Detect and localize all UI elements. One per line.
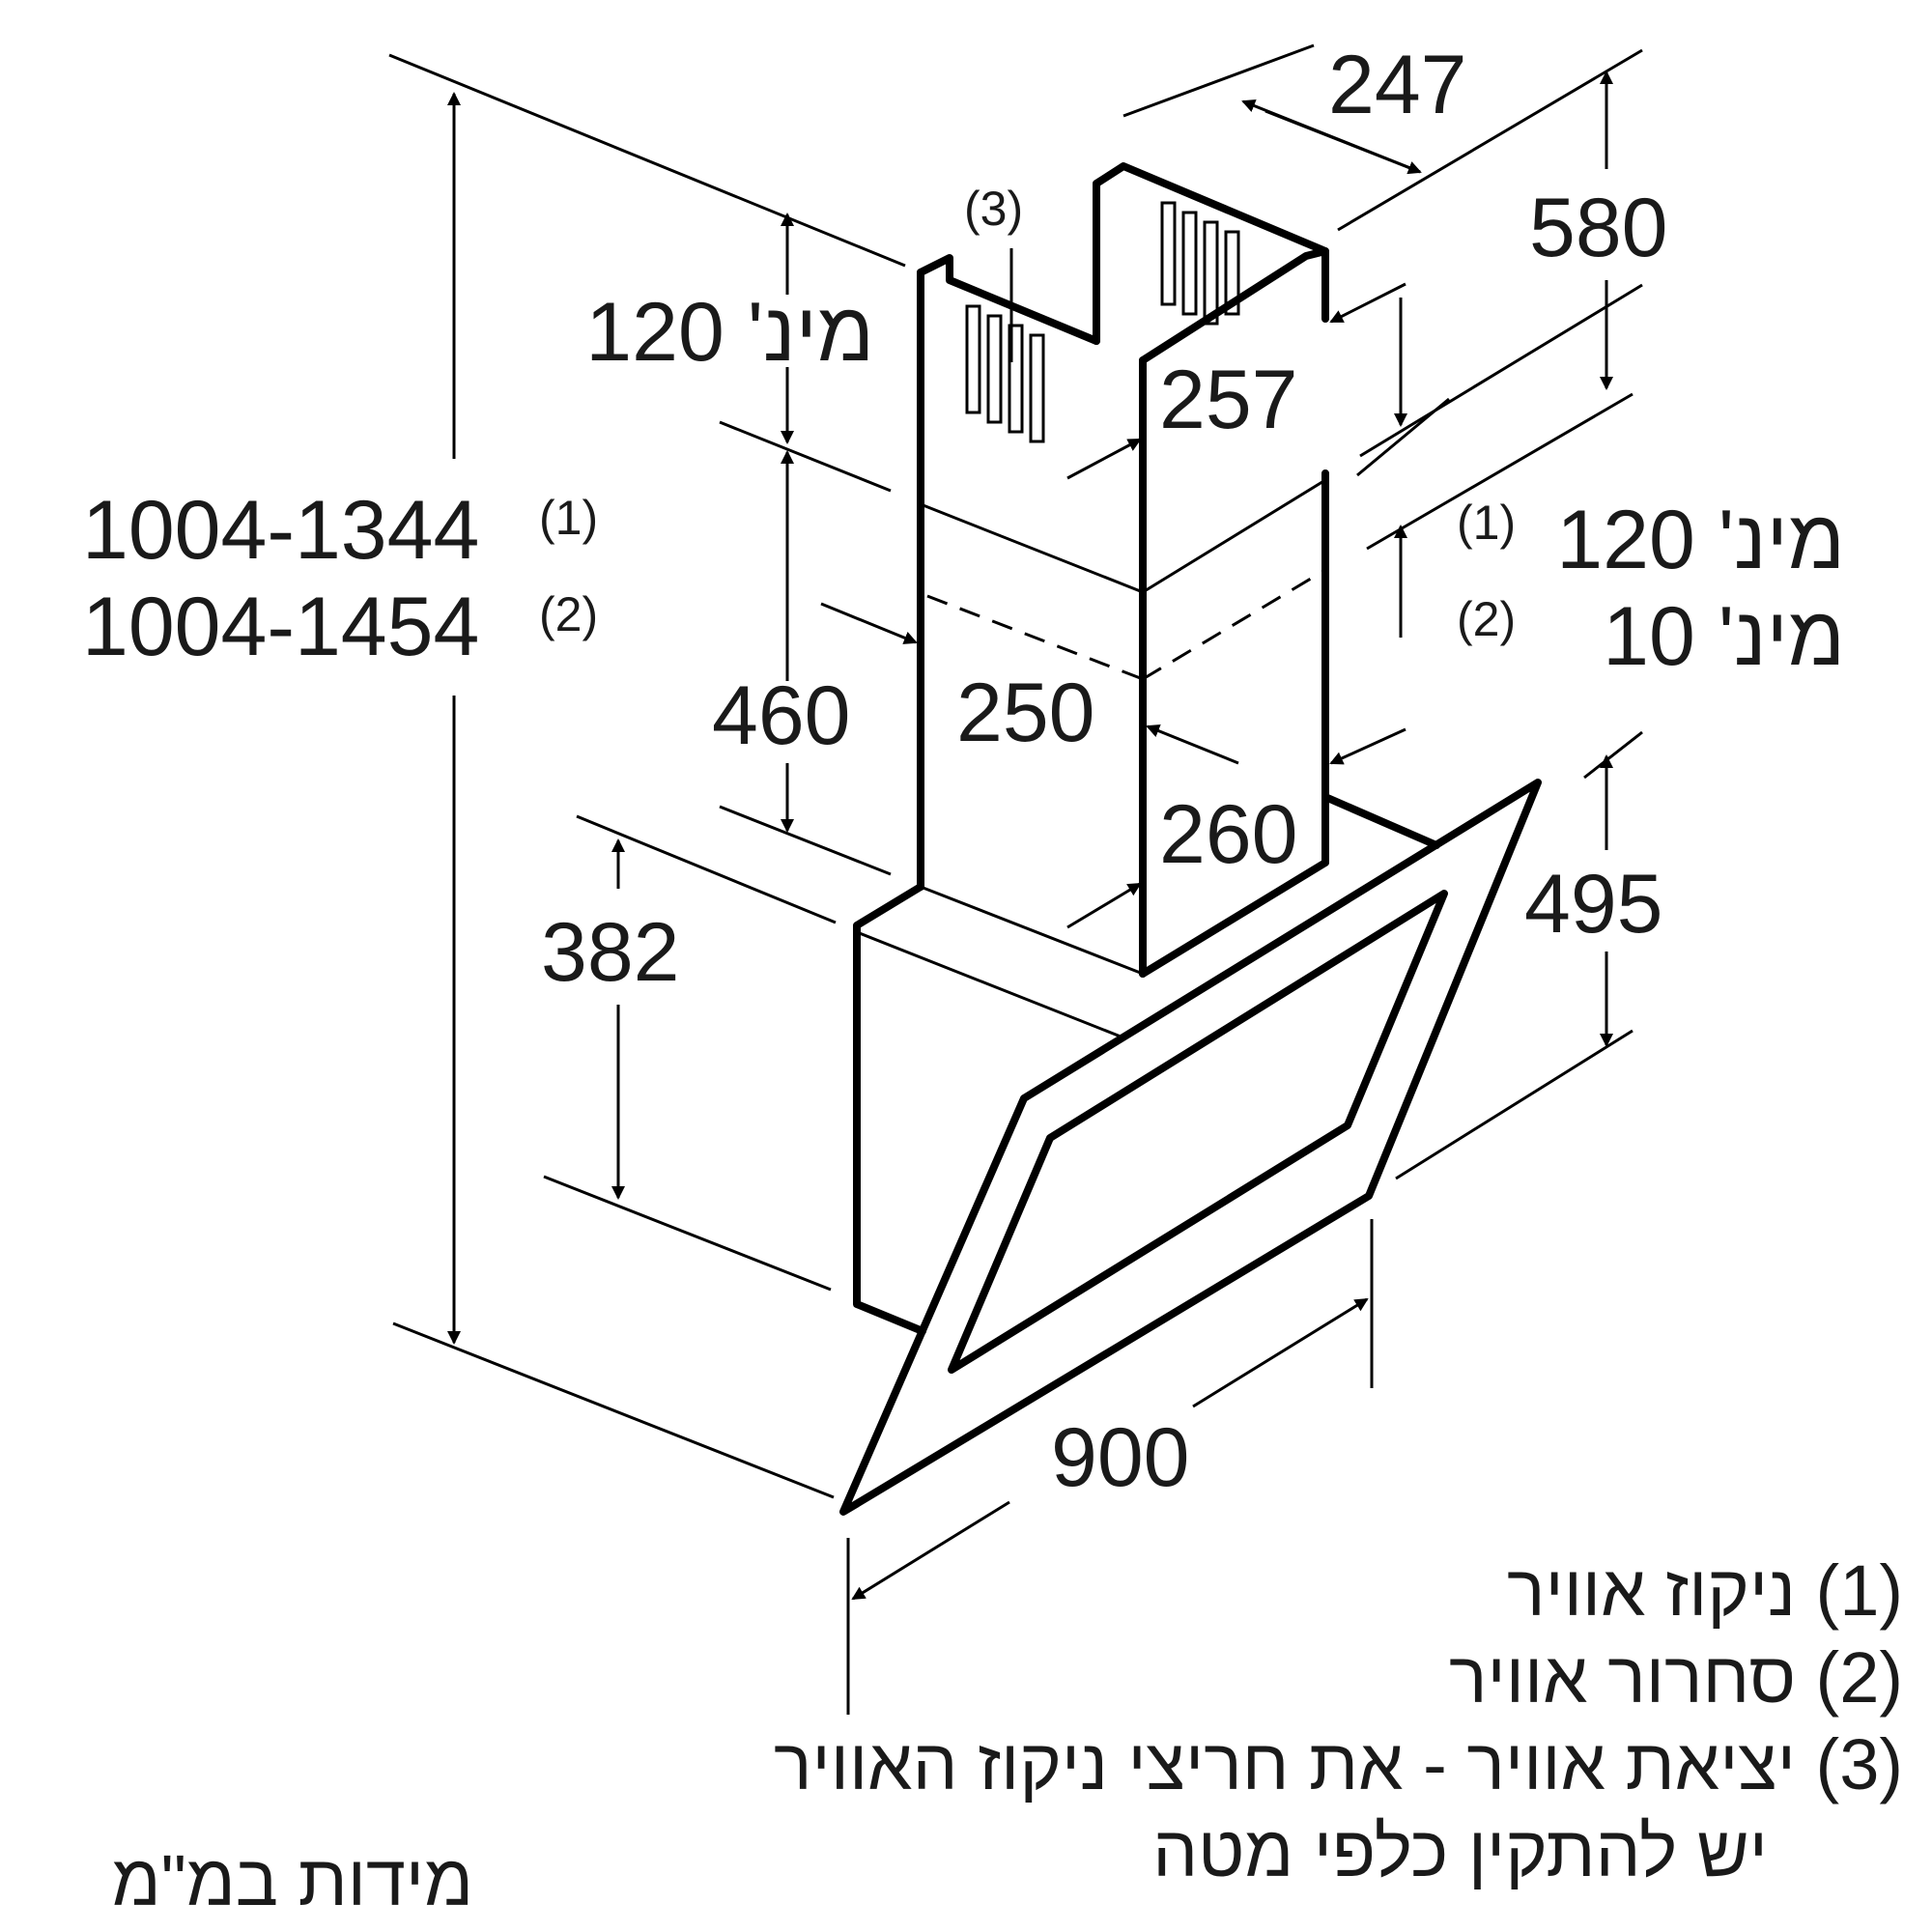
upper-chimney-top-left — [917, 254, 1100, 345]
dashed-lines — [926, 568, 1326, 681]
label-min120-top: מינ' 120 — [585, 286, 874, 379]
legend-item-2: (2) סחרור אוויר — [1449, 1637, 1903, 1718]
thin-lines — [388, 43, 1643, 1715]
legend-item-3-line-1: (3) יציאת אוויר - את חריצי ניקוז האוויר — [774, 1724, 1903, 1804]
legend: (1) ניקוז אוויר (2) סחרור אוויר (3) יציא… — [112, 1550, 1903, 1920]
upper-chimney-front-top — [1139, 247, 1329, 364]
label-495: 495 — [1524, 858, 1663, 951]
upper-chimney-back — [1093, 162, 1329, 345]
label-247: 247 — [1328, 39, 1467, 131]
label-min120-right: מינ' 120 — [1556, 494, 1845, 586]
label-460: 460 — [712, 669, 851, 762]
glass-panel-inner — [948, 890, 1448, 1374]
label-260: 260 — [1159, 788, 1298, 881]
label-right-note-2: (2) — [1457, 592, 1516, 646]
glass-panel-outer — [839, 779, 1542, 1516]
hood-top-right — [1321, 793, 1440, 849]
label-note-2: (2) — [539, 587, 598, 641]
legend-item-1: (1) ניקוז אוויר — [1507, 1550, 1903, 1631]
label-900: 900 — [1051, 1411, 1190, 1504]
label-overall-height-2: 1004-1454 — [82, 581, 479, 673]
dimension-labels: 1004-1344 (1) 1004-1454 (2) 247 580 (3) … — [82, 39, 1845, 1504]
legend-item-3-line-2: יש להתקין כלפי מטה — [1152, 1811, 1768, 1891]
hood-outline — [839, 162, 1542, 1516]
label-257: 257 — [1159, 354, 1298, 446]
lower-chimney-right — [1139, 469, 1329, 978]
hood-body-left — [853, 883, 926, 1335]
label-note-1: (1) — [539, 491, 598, 545]
dimension-arrows — [447, 71, 1613, 1601]
label-min10-right: מינ' 10 — [1603, 590, 1845, 683]
label-250: 250 — [956, 667, 1095, 759]
label-382: 382 — [541, 906, 680, 999]
label-580: 580 — [1529, 182, 1668, 274]
label-overall-height-1: 1004-1344 — [82, 484, 479, 577]
label-note-3: (3) — [964, 182, 1023, 236]
label-right-note-1: (1) — [1457, 496, 1516, 550]
units-note: מידות במ"מ — [112, 1840, 473, 1920]
